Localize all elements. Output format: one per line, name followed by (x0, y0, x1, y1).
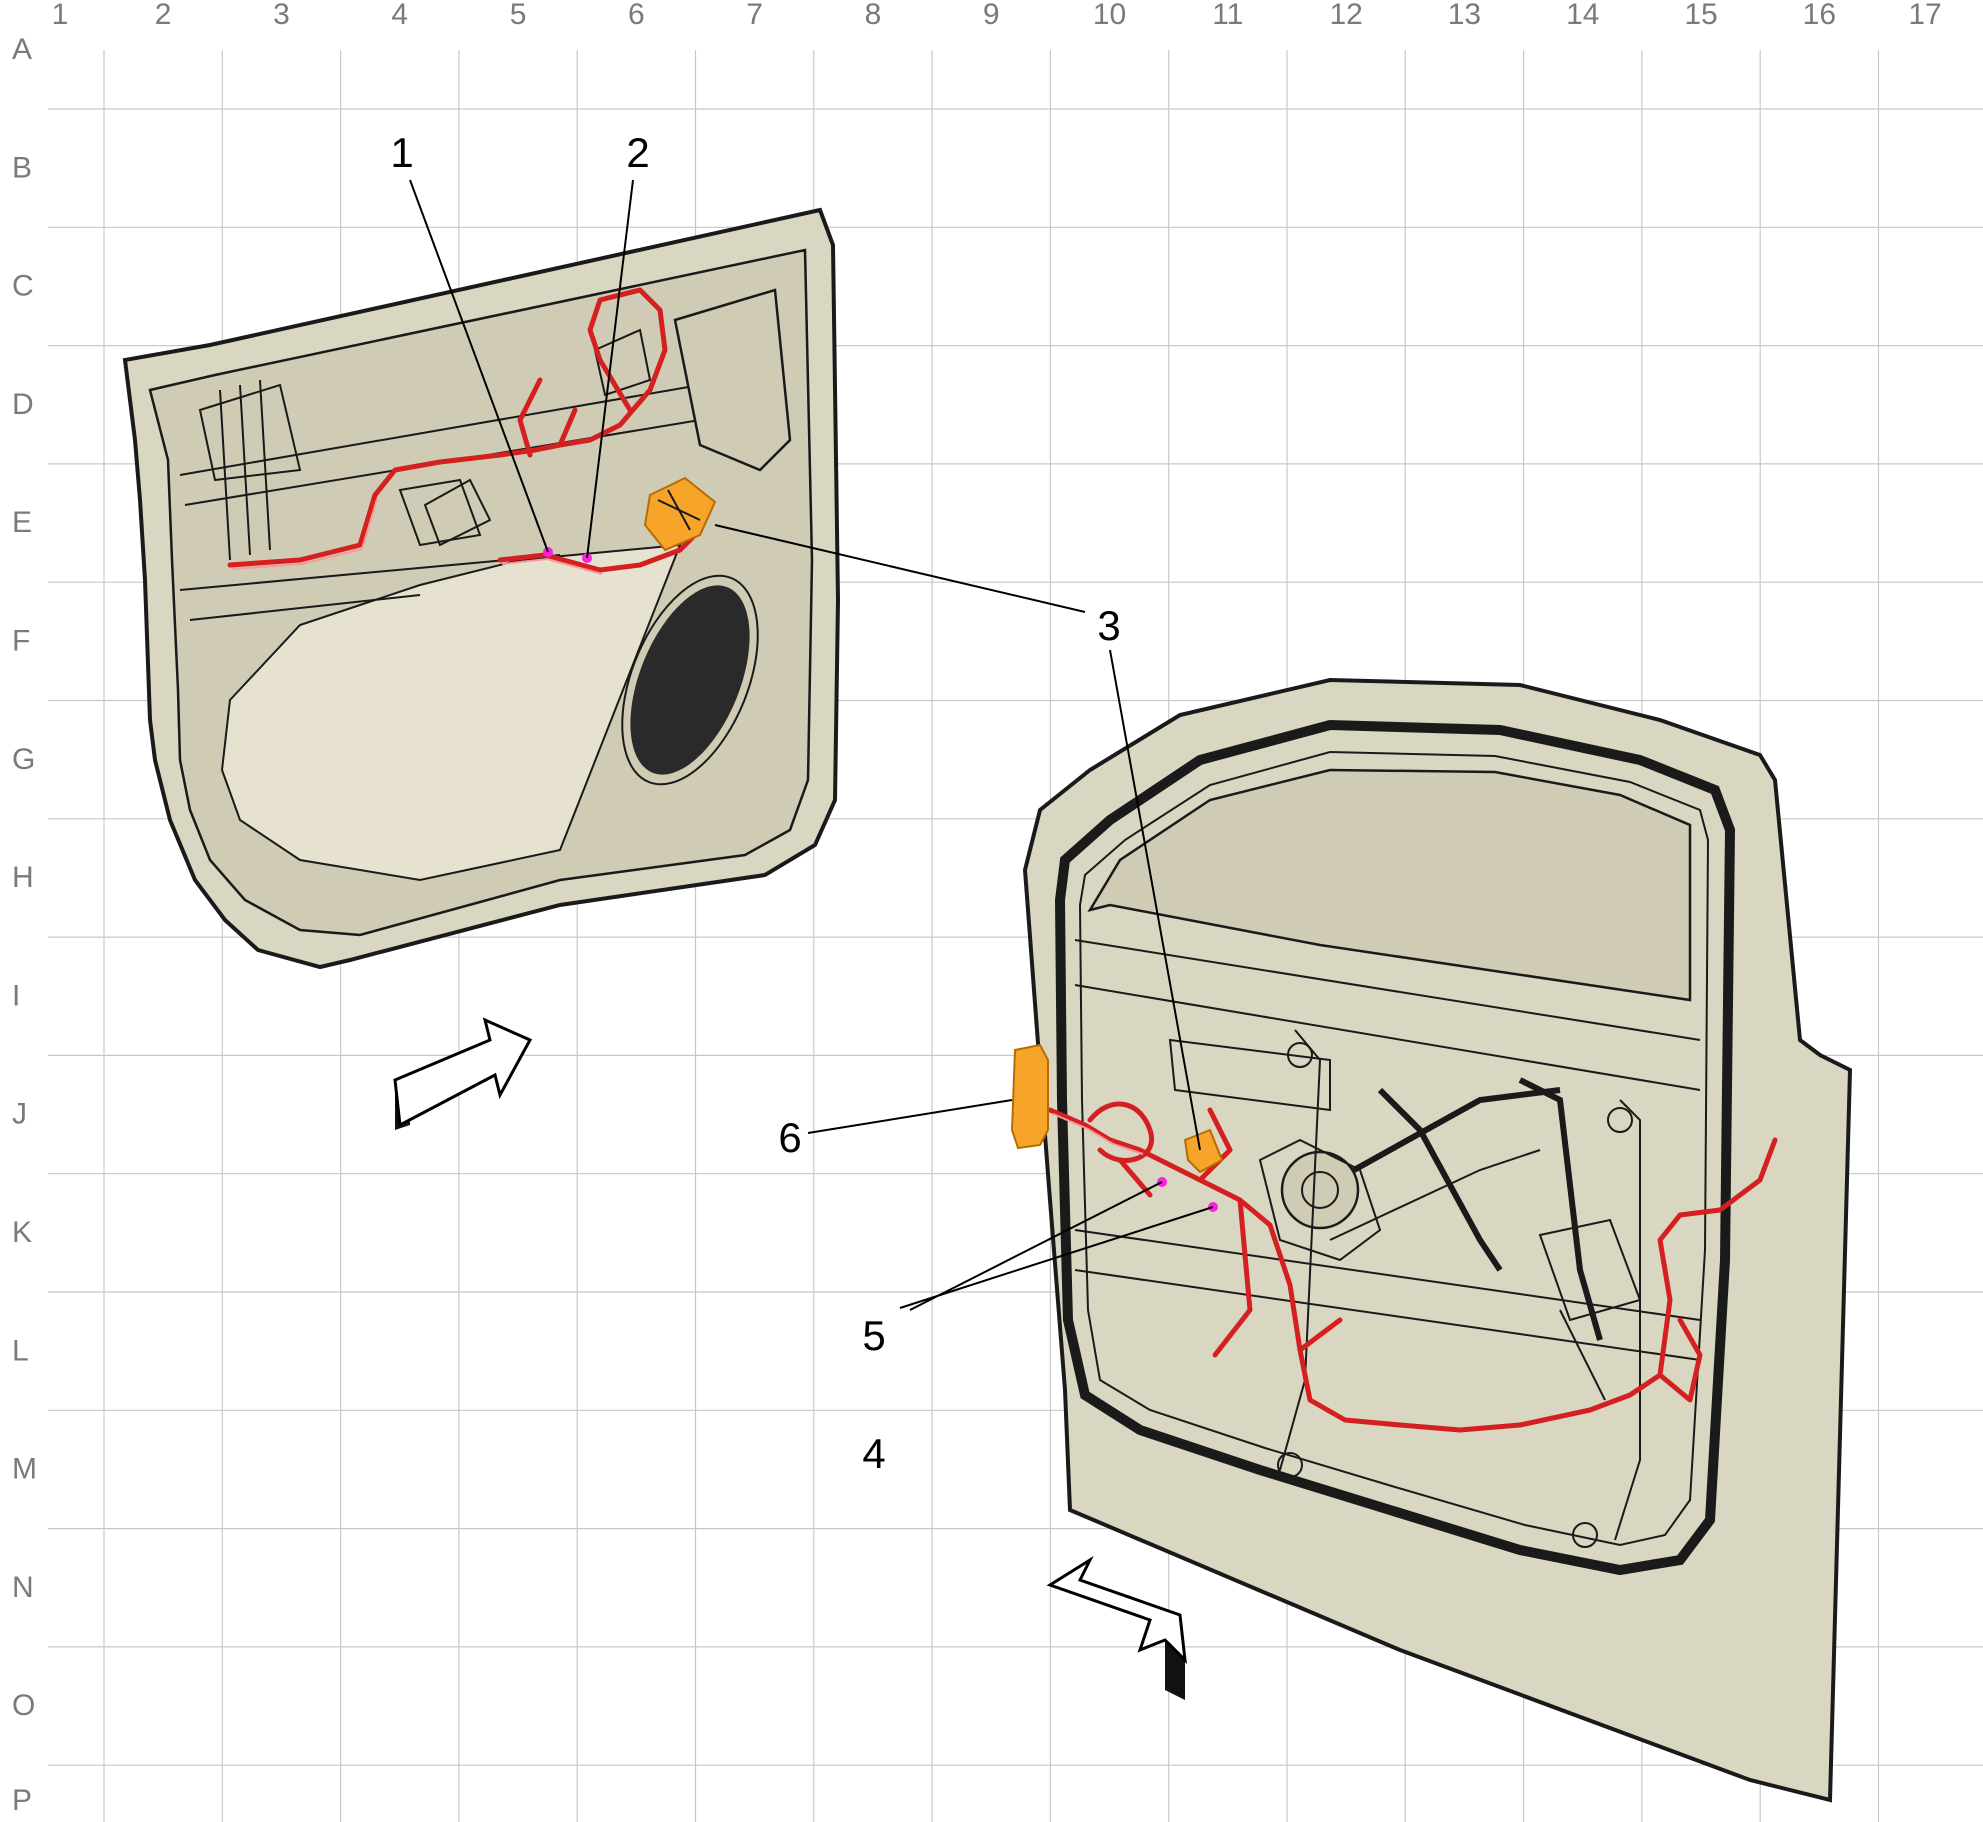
view-direction-arrow-lower (1046, 1555, 1187, 1700)
grid-row-label: J (12, 1098, 27, 1131)
callout-labels: 1 2 3 4 5 6 (390, 129, 1120, 1477)
grid-row-label: N (12, 1571, 34, 1604)
connector-6 (1010, 1043, 1049, 1150)
grid-column-label: 14 (1566, 0, 1599, 31)
grid-row-label: C (12, 270, 34, 303)
grid-column-label: 12 (1329, 0, 1362, 31)
grid-column-label: 8 (865, 0, 882, 31)
grid-column-label: 17 (1908, 0, 1941, 31)
grid-row-label: B (12, 151, 32, 184)
grid-column-label: 7 (746, 0, 763, 31)
grid-row-label: O (12, 1689, 35, 1722)
grid-column-label: 3 (273, 0, 290, 31)
callout-4: 4 (862, 1430, 885, 1477)
grid-column-label: 1 (52, 0, 69, 31)
grid-column-label: 16 (1803, 0, 1836, 31)
door-trim-panel (122, 207, 841, 970)
door-inner-frame (1010, 677, 1853, 1803)
grid-row-label: P (12, 1784, 32, 1817)
grid-row-label: A (12, 33, 32, 66)
grid-column-label: 15 (1684, 0, 1717, 31)
connector-lower (1183, 1128, 1224, 1174)
grid-column-label: 4 (391, 0, 408, 31)
grid-column-label: 9 (983, 0, 1000, 31)
grid-row-label: K (12, 1216, 32, 1249)
grid-row-label: L (12, 1334, 29, 1367)
grid-row-label: E (12, 506, 32, 539)
view-direction-arrow-upper (393, 1017, 533, 1130)
grid-column-label: 2 (155, 0, 172, 31)
grid-row-label: I (12, 979, 20, 1012)
callout-1: 1 (390, 129, 413, 176)
connector-upper (643, 476, 717, 552)
grid-row-label: D (12, 388, 34, 421)
callout-2: 2 (626, 129, 649, 176)
grid-row-label: F (12, 625, 30, 658)
callout-6: 6 (778, 1114, 801, 1161)
window-seal (1054, 719, 1736, 1576)
grid-row-label: H (12, 861, 34, 894)
speaker-grille (630, 585, 750, 775)
callout-leaders (409, 179, 1214, 1311)
grid-row-label: G (12, 743, 35, 776)
grid-row-labels: A B C D E F G H I J K L M N O P (12, 33, 37, 1817)
grid-column-label: 5 (510, 0, 527, 31)
grid-column-label: 10 (1093, 0, 1126, 31)
grid-row-label: M (12, 1453, 37, 1486)
grid-column-label: 11 (1212, 0, 1243, 31)
grid-column-label: 6 (628, 0, 645, 31)
callout-5: 5 (862, 1312, 885, 1359)
callout-3: 3 (1097, 602, 1120, 649)
armrest-mesh-area (220, 543, 682, 882)
door-frame-harness (1047, 1107, 1778, 1433)
window-motor (1280, 1150, 1360, 1230)
trim-panel-harness (227, 287, 703, 573)
grid-column-label: 13 (1448, 0, 1481, 31)
